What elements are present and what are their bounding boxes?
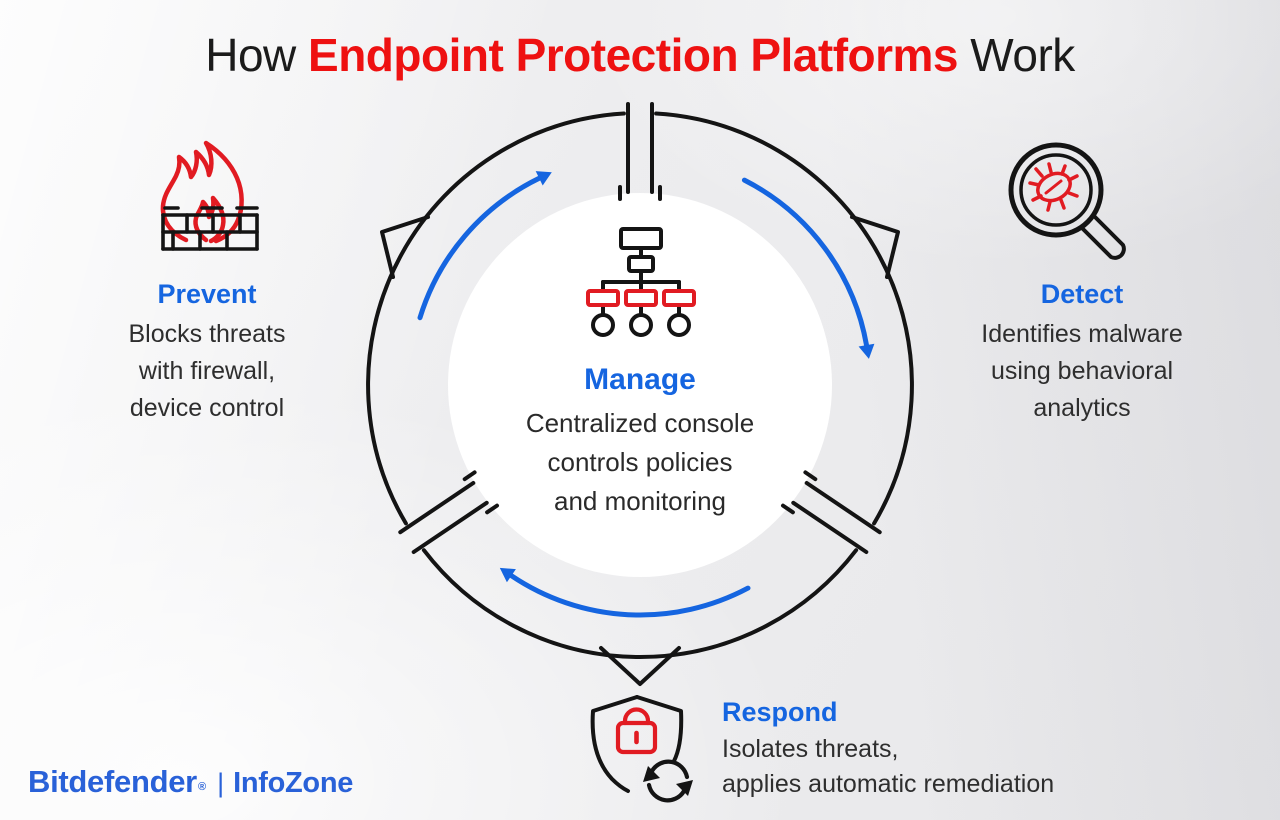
firewall-icon <box>160 140 259 251</box>
right-ear-icon <box>850 215 900 279</box>
ring-ears <box>380 215 900 279</box>
infozone-logo: InfoZone <box>233 767 354 799</box>
title-prefix: How <box>205 29 309 81</box>
chevron-down-icon <box>599 646 681 686</box>
detect-description: Identifies malware using behavioral anal… <box>981 320 1183 422</box>
arrowhead <box>858 343 875 359</box>
respond-section: Respond Isolates threats, applies automa… <box>722 695 1192 802</box>
brand-footer: Bitdefender ® | InfoZone <box>28 764 353 800</box>
arrow-bottom <box>508 573 751 618</box>
shield-lock-sync-icon <box>590 695 693 803</box>
title-suffix: Work <box>958 29 1075 81</box>
respond-title: Respond <box>722 697 838 727</box>
respond-description: Isolates threats, applies automatic reme… <box>722 735 1055 798</box>
manage-title: Manage <box>584 363 696 396</box>
cycle-arrows <box>417 171 875 618</box>
registered-mark: ® <box>197 781 207 793</box>
arrowhead <box>499 567 516 583</box>
brick-wall-icon <box>161 206 259 251</box>
manage-section: Manage Centralized console controls poli… <box>480 362 800 521</box>
shield-icon <box>590 695 684 793</box>
magnifier-bug-icon <box>1008 142 1126 260</box>
brand-separator: | <box>217 768 225 798</box>
arrow-right <box>741 177 869 348</box>
sync-icon <box>643 759 693 803</box>
inner-circle <box>448 193 832 577</box>
flame-icon <box>160 140 244 244</box>
title-highlight: Endpoint Protection Platforms <box>308 29 958 81</box>
hierarchy-icon <box>586 227 696 337</box>
prevent-title: Prevent <box>157 279 257 309</box>
arrow-upper-left <box>417 175 542 321</box>
ring-channels <box>398 102 882 554</box>
page-title: How Endpoint Protection Platforms Work <box>0 28 1280 82</box>
brand-logo: Bitdefender <box>28 764 197 799</box>
detect-title: Detect <box>1040 279 1124 309</box>
manage-description: Centralized console controls policies an… <box>525 408 755 516</box>
prevent-description: Blocks threats with firewall, device con… <box>128 320 286 422</box>
prevent-section: Prevent Blocks threats with firewall, de… <box>72 277 342 427</box>
lock-icon <box>615 707 658 755</box>
left-ear-icon <box>380 215 430 279</box>
magnifier-handle <box>1081 215 1126 260</box>
arrowhead <box>535 171 552 186</box>
detect-section: Detect Identifies malware using behavior… <box>946 277 1218 427</box>
outer-ring <box>366 111 914 659</box>
bug-icon <box>1028 162 1079 212</box>
